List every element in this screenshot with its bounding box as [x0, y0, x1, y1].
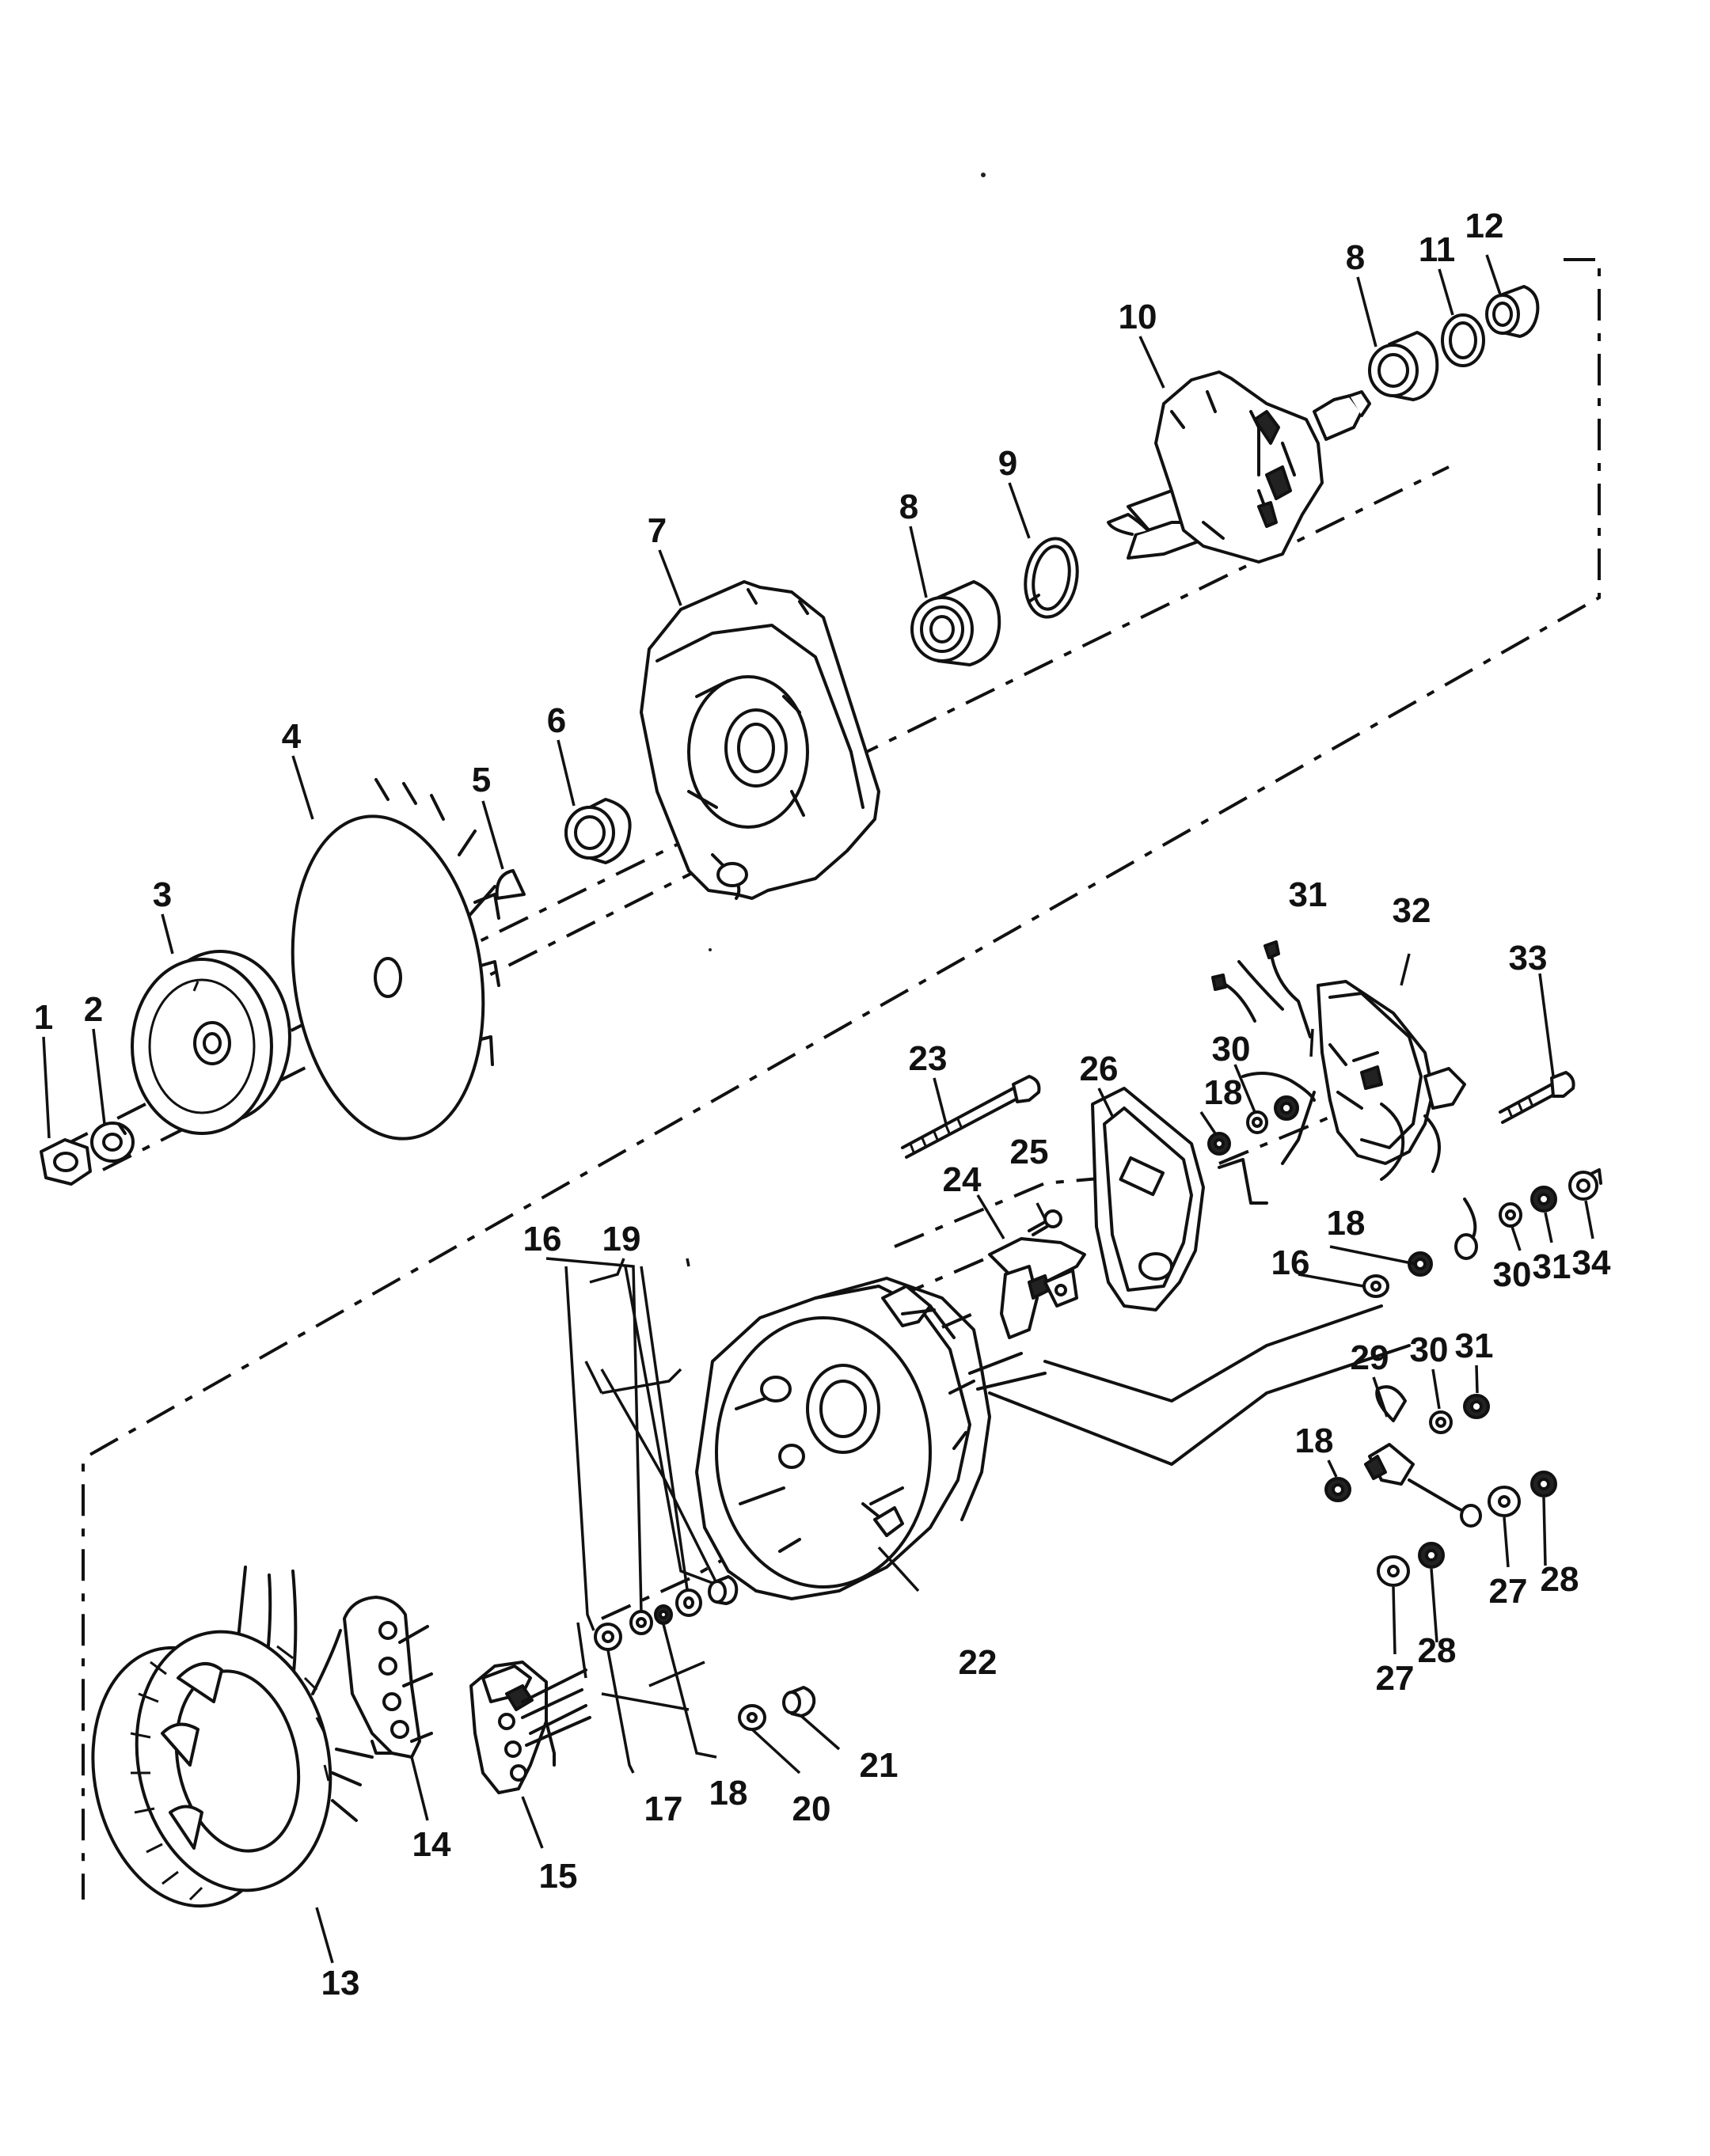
callout-14: 14 — [412, 1825, 451, 1864]
washer-part-30-right — [1499, 1202, 1522, 1228]
washer-part-16-lower — [629, 1610, 653, 1635]
pulley-part-3 — [131, 950, 291, 1135]
callout-6: 6 — [547, 701, 566, 740]
bearing-part-8-front — [910, 580, 1001, 666]
through-bolt-part-23 — [901, 1075, 1041, 1159]
slip-ring-end-frame-part-22 — [695, 1277, 991, 1600]
callout-32: 32 — [1393, 891, 1431, 930]
stator-part-13 — [91, 1566, 374, 1908]
callout-3: 3 — [153, 875, 172, 914]
sleeve-part-12 — [1485, 285, 1540, 338]
gasket-part-26 — [1091, 1087, 1205, 1311]
nut-part-31-upper — [1274, 1095, 1299, 1121]
nut-part-31-right — [1530, 1186, 1557, 1213]
callout-30-lower: 30 — [1410, 1330, 1449, 1369]
bushing-part-19 — [708, 1575, 739, 1605]
callout-18-mid: 18 — [1327, 1204, 1366, 1243]
callout-20: 20 — [792, 1790, 831, 1828]
washer-part-20 — [738, 1704, 766, 1731]
callout-30-right: 30 — [1493, 1255, 1532, 1294]
callout-31-lower: 31 — [1455, 1327, 1494, 1365]
callout-12: 12 — [1465, 207, 1504, 245]
callout-labels: 1 2 3 4 5 6 7 8 8 9 10 11 12 13 14 15 16… — [34, 207, 1611, 2002]
insulator-washer-part-17 — [594, 1623, 622, 1651]
nut-part-18-lower-right — [1324, 1477, 1351, 1502]
washer-part-16-upper — [675, 1589, 702, 1617]
callout-29: 29 — [1351, 1338, 1389, 1377]
nut-part-28-lower — [1418, 1542, 1445, 1569]
speck-marks — [709, 173, 986, 951]
rectifier-bridge-part-15 — [469, 1661, 591, 1794]
diode-plate-part-14 — [343, 1596, 433, 1759]
callout-18-upper: 18 — [1204, 1073, 1243, 1112]
washer-part-30-lower — [1429, 1410, 1453, 1434]
callout-19: 19 — [602, 1220, 641, 1258]
woodruff-key-part-5 — [495, 869, 526, 900]
fan-part-4 — [291, 778, 500, 1141]
regulator-bracket — [988, 1158, 1411, 1466]
washer-part-30-upper — [1246, 1110, 1268, 1134]
callout-28-lower: 28 — [1418, 1631, 1457, 1670]
callout-34: 34 — [1572, 1243, 1611, 1282]
brush-holder-part-24 — [988, 1237, 1086, 1339]
leader-lines — [42, 254, 1594, 1964]
screw-part-25 — [1028, 1209, 1062, 1236]
nut-part-28-right — [1530, 1471, 1557, 1497]
callout-1: 1 — [34, 998, 53, 1037]
ring-part-11 — [1441, 313, 1485, 367]
callout-16-right: 16 — [1271, 1243, 1310, 1282]
nut-part-18-lower — [654, 1604, 673, 1625]
callout-26: 26 — [1080, 1050, 1119, 1088]
callout-22: 22 — [959, 1643, 998, 1682]
nut-part-31-lower — [1463, 1394, 1490, 1419]
callout-21: 21 — [860, 1746, 899, 1785]
callout-16-left: 16 — [523, 1220, 562, 1258]
callout-18-lower-right: 18 — [1295, 1422, 1334, 1460]
callout-31-upper: 31 — [1289, 875, 1328, 914]
callout-33: 33 — [1509, 939, 1548, 977]
lockwasher-part-2 — [90, 1122, 135, 1163]
callout-31-right: 31 — [1533, 1247, 1571, 1286]
callout-27-lower: 27 — [1376, 1659, 1415, 1698]
drive-end-frame-part-7 — [640, 580, 880, 900]
nut-part-18-upper — [1207, 1132, 1231, 1156]
collar-part-6 — [564, 798, 632, 864]
nut-part-1 — [40, 1138, 92, 1186]
callout-9: 9 — [998, 444, 1017, 483]
voltage-regulator-part-32 — [1211, 940, 1466, 1181]
callout-13: 13 — [321, 1964, 360, 2002]
callout-15: 15 — [539, 1857, 578, 1896]
screw-part-33 — [1499, 1071, 1575, 1124]
wire-lead-ring — [1454, 1198, 1478, 1260]
frame-leader-lines — [968, 1352, 1047, 1391]
callout-23: 23 — [909, 1039, 948, 1078]
callout-17: 17 — [644, 1790, 683, 1828]
callout-8-front: 8 — [899, 488, 918, 526]
callout-27-right: 27 — [1489, 1572, 1528, 1611]
washer-part-27-right — [1488, 1486, 1521, 1517]
callout-11: 11 — [1419, 230, 1456, 269]
callout-30-upper: 30 — [1212, 1030, 1251, 1069]
callout-25: 25 — [1010, 1133, 1049, 1171]
callout-2: 2 — [84, 990, 103, 1029]
callout-4: 4 — [282, 717, 302, 756]
callout-10: 10 — [1119, 298, 1157, 336]
terminal-part-34 — [1568, 1168, 1602, 1201]
bearing-part-8-rear — [1368, 331, 1439, 401]
retainer-ring-part-9 — [1024, 537, 1079, 619]
washer-part-27-lower — [1377, 1555, 1410, 1587]
callout-7: 7 — [648, 511, 667, 550]
callout-8-rear: 8 — [1346, 238, 1365, 277]
callout-28-right: 28 — [1541, 1560, 1579, 1599]
rotor-part-10 — [1107, 370, 1371, 564]
washer-part-16-mid — [1362, 1274, 1389, 1298]
callout-5: 5 — [472, 761, 491, 799]
sleeve-part-21 — [782, 1686, 816, 1718]
callout-24: 24 — [943, 1160, 982, 1199]
callout-18-lower: 18 — [709, 1774, 748, 1812]
